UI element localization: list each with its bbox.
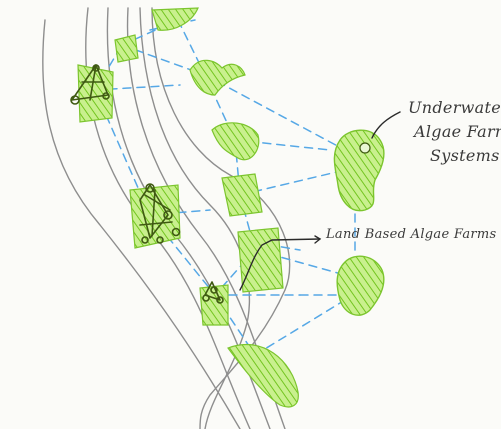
underwater-label-line-1: Underwater xyxy=(408,96,501,120)
underwater-buoy xyxy=(360,143,370,153)
coastal-farms xyxy=(78,8,298,407)
underwater-farm-1 xyxy=(334,130,383,210)
farm-bottom-teardrop xyxy=(228,344,298,406)
underwater-farms xyxy=(334,130,383,315)
underwater-leader xyxy=(372,112,400,138)
farm-small xyxy=(200,285,228,325)
farm-bay-1 xyxy=(190,60,245,95)
underwater-label-line-3: Systems xyxy=(430,144,501,168)
underwater-farm-2 xyxy=(337,256,384,315)
land-based-label: Land Based Algae Farms xyxy=(326,227,496,242)
farm-coast-band xyxy=(238,228,283,292)
farm-bay-2 xyxy=(212,123,259,160)
farm-top-left-strip xyxy=(115,35,138,62)
farm-coast-strip xyxy=(222,174,262,216)
underwater-label: Underwater Algae Farm Systems xyxy=(408,96,501,168)
underwater-label-line-2: Algae Farm xyxy=(414,120,501,144)
farm-top-center xyxy=(152,8,198,30)
